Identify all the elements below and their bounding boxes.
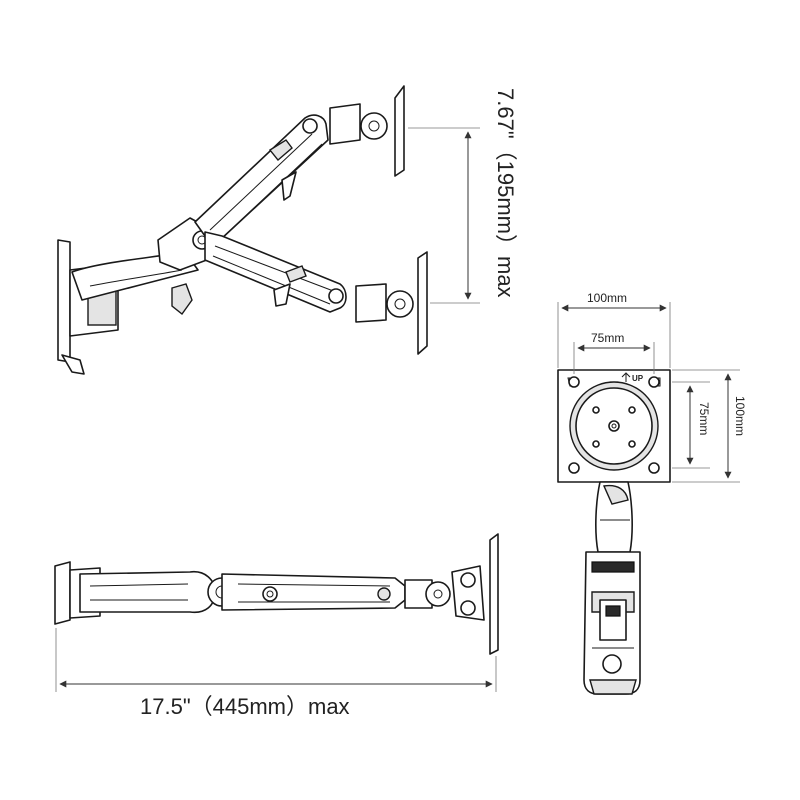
side-view: 7.67"（195mm）max <box>57 85 518 375</box>
vesa-width-100-label: 100mm <box>587 291 627 305</box>
tilt-head-upper <box>329 103 361 145</box>
tilt-head-lower <box>355 283 387 323</box>
up-mark: UP <box>632 374 644 383</box>
adjust-screw-top <box>262 586 278 602</box>
vesa-height-100-label: 100mm <box>733 396 747 436</box>
front-view: UP 100mm 75mm 75mm 100mm <box>557 291 747 695</box>
vesa-width-75-label: 75mm <box>591 331 624 345</box>
gas-arm-top <box>221 573 406 611</box>
vesa-hole-75-tr <box>628 406 636 414</box>
gas-arm-lower <box>204 231 347 313</box>
base-pivot-front <box>602 654 622 674</box>
arm-lever-lower <box>273 283 291 307</box>
vesa-height-75-label: 75mm <box>697 402 711 435</box>
vesa-hole-100-tl <box>568 376 580 388</box>
vesa-plate-side-lower <box>417 251 428 355</box>
vesa-plate-top <box>489 533 499 655</box>
reach-dimension-label: 17.5"（445mm）max <box>140 694 350 719</box>
gas-arm-upper <box>194 114 329 241</box>
tilt-knob-top <box>425 581 451 607</box>
wall-plate-top <box>54 561 71 625</box>
top-view: 17.5"（445mm）max <box>54 533 499 719</box>
vesa-hole-100-br <box>648 462 660 474</box>
tilt-knob-lower <box>386 290 414 318</box>
vesa-hole-75-br <box>628 440 636 448</box>
vesa-hole-75-bl <box>592 440 600 448</box>
vesa-hole-75-tl <box>592 406 600 414</box>
wall-plate-side <box>57 239 71 363</box>
vesa-hole-100-tr <box>648 376 660 388</box>
wall-plate-foot <box>61 354 85 375</box>
vesa-hole-100-bl <box>568 462 580 474</box>
center-screw <box>608 420 620 432</box>
first-arm-top <box>79 570 216 614</box>
height-dimension-label: 7.67"（195mm）max <box>493 88 518 298</box>
tilt-knob-upper <box>360 112 388 140</box>
tension-knob-side <box>171 283 193 316</box>
arm-lever-upper <box>281 171 297 201</box>
vesa-plate-side-upper <box>394 85 405 177</box>
tilt-head-top <box>451 565 485 621</box>
